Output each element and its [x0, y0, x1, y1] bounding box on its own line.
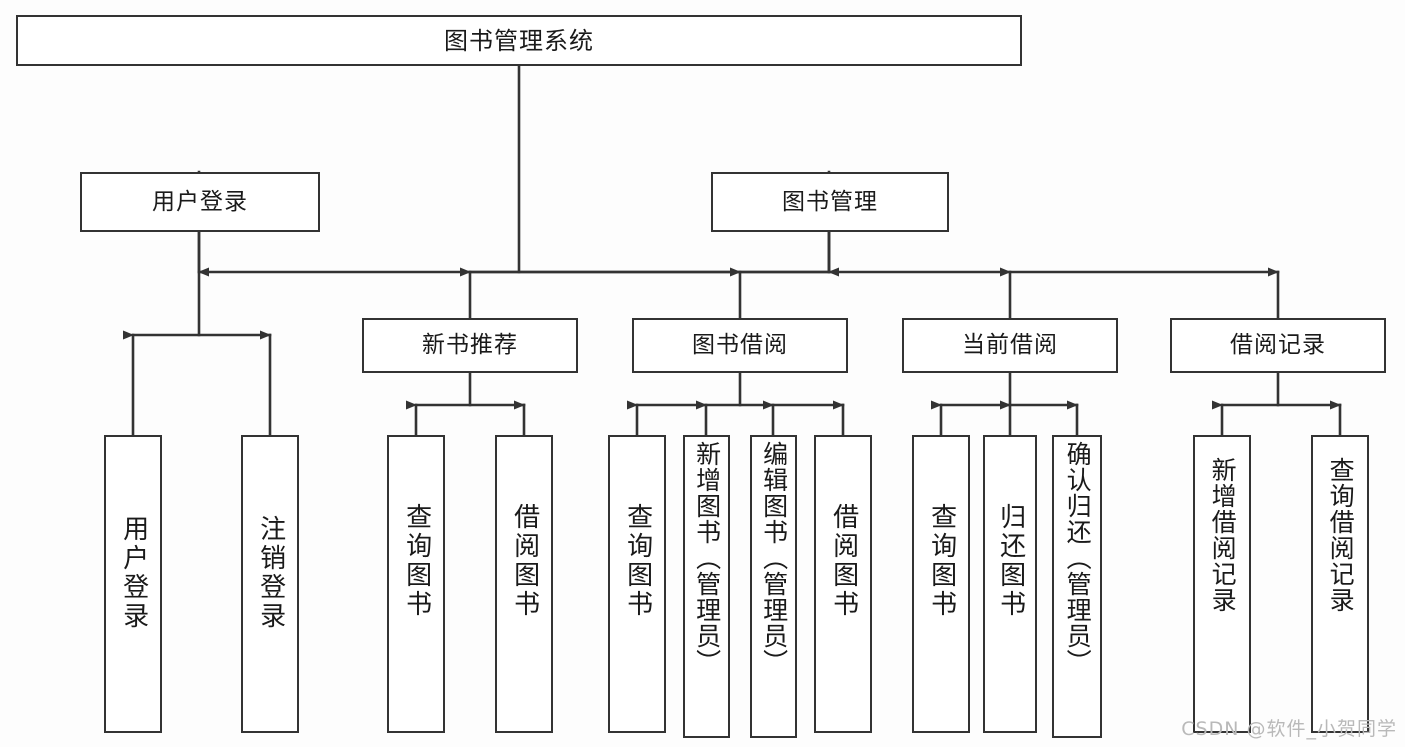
- node-root-label: 图书管理系统: [444, 26, 594, 55]
- node-borrow-record-label: 借阅记录: [1230, 332, 1326, 358]
- node-leaf-borrow-book-1-label: 借阅图书: [509, 503, 540, 619]
- node-leaf-borrow-book-1[interactable]: 借阅图书: [495, 435, 553, 733]
- node-new-book-rec[interactable]: 新书推荐: [362, 318, 578, 373]
- node-current-borrow-label: 当前借阅: [962, 332, 1058, 358]
- node-leaf-edit-book[interactable]: 编辑图书（管理员）: [750, 435, 797, 738]
- node-leaf-add-record-label: 新增借阅记录: [1208, 457, 1238, 613]
- node-book-borrow-label: 图书借阅: [692, 332, 788, 358]
- node-leaf-add-record[interactable]: 新增借阅记录: [1193, 435, 1251, 733]
- node-book-manage-label: 图书管理: [782, 188, 878, 215]
- node-book-borrow[interactable]: 图书借阅: [632, 318, 848, 373]
- node-leaf-confirm-return[interactable]: 确认归还（管理员）: [1052, 435, 1102, 738]
- node-leaf-query-book-2-label: 查询图书: [622, 503, 653, 619]
- node-leaf-confirm-return-label: 确认归还（管理员）: [1063, 441, 1093, 675]
- node-leaf-query-book-2[interactable]: 查询图书: [608, 435, 666, 733]
- node-book-manage[interactable]: 图书管理: [711, 172, 949, 232]
- node-leaf-query-book-3[interactable]: 查询图书: [912, 435, 970, 733]
- node-leaf-borrow-book-2[interactable]: 借阅图书: [814, 435, 872, 733]
- node-leaf-query-book-1[interactable]: 查询图书: [387, 435, 445, 733]
- node-leaf-query-book-1-label: 查询图书: [401, 503, 432, 619]
- node-leaf-query-record[interactable]: 查询借阅记录: [1311, 435, 1369, 733]
- node-leaf-add-book-label: 新增图书（管理员）: [692, 441, 722, 675]
- node-leaf-add-book[interactable]: 新增图书（管理员）: [683, 435, 730, 738]
- watermark-text: CSDN @软件_小贺同学: [1181, 718, 1397, 740]
- node-leaf-query-book-3-label: 查询图书: [926, 503, 957, 619]
- node-borrow-record[interactable]: 借阅记录: [1170, 318, 1386, 373]
- node-new-book-rec-label: 新书推荐: [422, 332, 518, 358]
- node-current-borrow[interactable]: 当前借阅: [902, 318, 1118, 373]
- node-leaf-logout-label: 注销登录: [255, 515, 286, 631]
- node-user-login[interactable]: 用户登录: [80, 172, 320, 232]
- node-leaf-edit-book-label: 编辑图书（管理员）: [759, 441, 789, 675]
- node-leaf-user-login[interactable]: 用户登录: [104, 435, 162, 733]
- node-root[interactable]: 图书管理系统: [16, 15, 1022, 66]
- node-leaf-query-record-label: 查询借阅记录: [1326, 457, 1356, 613]
- node-leaf-return-book-label: 归还图书: [995, 503, 1026, 619]
- node-leaf-user-login-label: 用户登录: [118, 515, 149, 631]
- node-user-login-label: 用户登录: [152, 188, 248, 215]
- node-leaf-logout[interactable]: 注销登录: [241, 435, 299, 733]
- node-leaf-return-book[interactable]: 归还图书: [983, 435, 1037, 733]
- node-leaf-borrow-book-2-label: 借阅图书: [828, 503, 859, 619]
